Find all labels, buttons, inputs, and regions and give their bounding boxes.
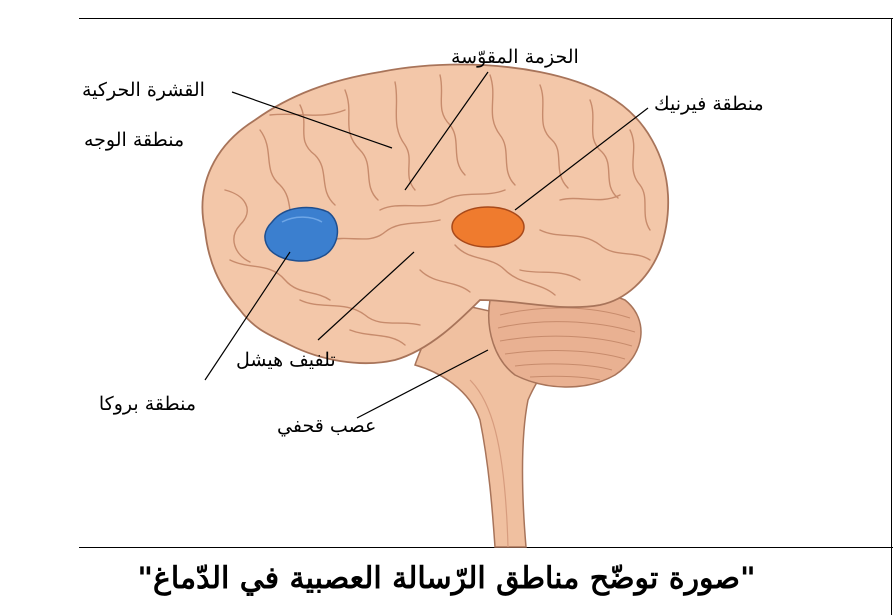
wernicke-area-marker — [452, 207, 524, 247]
label-motor-cortex: القشرة الحركية — [82, 79, 205, 101]
label-cranial-nerve: عصب قحفي — [277, 415, 376, 437]
label-face-area: منطقة الوجه — [84, 129, 184, 151]
figure-caption: "صورة توضّح مناطق الرّسالة العصبية في ال… — [0, 556, 893, 602]
label-heschl-gyrus: تلفيف هيشل — [236, 349, 336, 371]
label-broca-area: منطقة بروكا — [84, 393, 196, 415]
label-arcuate-fasciculus: الحزمة المقوّسة — [451, 46, 579, 68]
label-wernicke-area: منطقة فيرنيك — [654, 93, 764, 115]
